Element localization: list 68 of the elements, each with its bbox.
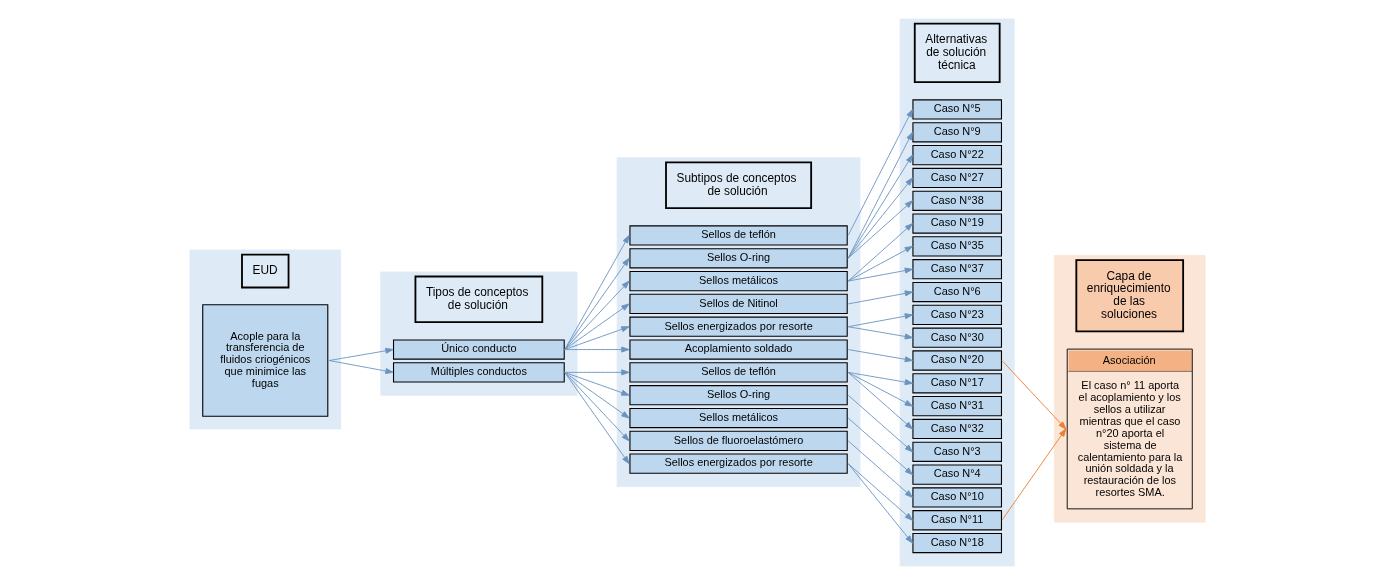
arrow — [564, 257, 630, 350]
node-box: Sellos de teflón — [629, 362, 848, 383]
arrow — [847, 417, 913, 476]
arrow — [847, 267, 913, 282]
node-box: Sellos de Nitinol — [629, 293, 848, 315]
node-box: Acoplamiento soldado — [629, 339, 848, 360]
node-box: Caso N°9 — [912, 122, 1003, 143]
arrow — [847, 371, 913, 430]
node-box: Caso N°10 — [912, 487, 1003, 508]
node-box: Sellos de teflón — [629, 225, 848, 246]
arrow — [847, 177, 913, 259]
arrow — [1001, 428, 1067, 521]
arrow — [847, 154, 913, 259]
arrow — [847, 371, 913, 386]
node-box: Caso N°35 — [912, 236, 1003, 257]
arrow — [847, 326, 913, 340]
arrow — [847, 440, 913, 498]
arrow — [847, 349, 913, 363]
arrow — [564, 346, 630, 353]
arrow — [847, 200, 913, 259]
arrow — [564, 371, 630, 465]
node-box: Caso N°11 — [912, 510, 1003, 531]
node-box: Caso N°27 — [912, 167, 1003, 189]
node-box: Caso N°4 — [912, 464, 1003, 485]
node-box: Sellos energizados por resorte — [629, 453, 848, 474]
node-box: Caso N°19 — [912, 213, 1003, 234]
node-box: Sellos O-ring — [629, 385, 848, 406]
arrow — [847, 394, 913, 453]
node-box: Múltiples conductos — [392, 362, 565, 383]
node-box: Sellos O-ring — [629, 248, 848, 269]
node-box: Caso N°23 — [912, 304, 1003, 325]
arrow — [328, 360, 394, 374]
arrow — [328, 347, 394, 361]
arrow — [847, 463, 913, 521]
arrow — [1001, 360, 1067, 430]
node-box: Caso N°32 — [912, 418, 1003, 440]
arrow — [847, 371, 913, 407]
node-box: Caso N°30 — [912, 327, 1003, 348]
node-box: Sellos metálicos — [629, 270, 848, 292]
node-box: Caso N°6 — [912, 281, 1003, 303]
arrow — [847, 109, 913, 236]
arrow — [564, 369, 630, 376]
node-box: Caso N°37 — [912, 259, 1003, 280]
node-box: Caso N°22 — [912, 145, 1003, 166]
arrow — [564, 280, 630, 350]
node-box: Caso N°17 — [912, 373, 1003, 394]
arrow — [564, 371, 630, 442]
arrow — [847, 245, 913, 282]
node-box: Sellos energizados por resorte — [629, 316, 848, 337]
node-box: Acople para la transferencia de fluidos criogénicos que minimice las fugas — [202, 304, 329, 417]
arrow — [564, 303, 630, 350]
arrow — [847, 223, 913, 282]
node-box: Caso N°18 — [912, 532, 1003, 554]
arrow — [847, 131, 913, 259]
node-box: Sellos de fluoroelastómero — [629, 430, 848, 451]
arrow — [564, 235, 630, 350]
node-box: Sellos metálicos — [629, 407, 848, 429]
arrow — [564, 371, 630, 396]
node-box: Caso N°5 — [912, 99, 1003, 120]
arrow — [847, 463, 913, 544]
node-box: Único conducto — [392, 339, 565, 360]
arrow — [564, 326, 630, 350]
arrow — [847, 290, 913, 305]
node-box: Caso N°38 — [912, 190, 1003, 211]
arrow — [564, 371, 630, 419]
node-box: Caso N°3 — [912, 441, 1003, 462]
node-box: Caso N°31 — [912, 396, 1003, 417]
node-box: Caso N°20 — [912, 350, 1003, 371]
